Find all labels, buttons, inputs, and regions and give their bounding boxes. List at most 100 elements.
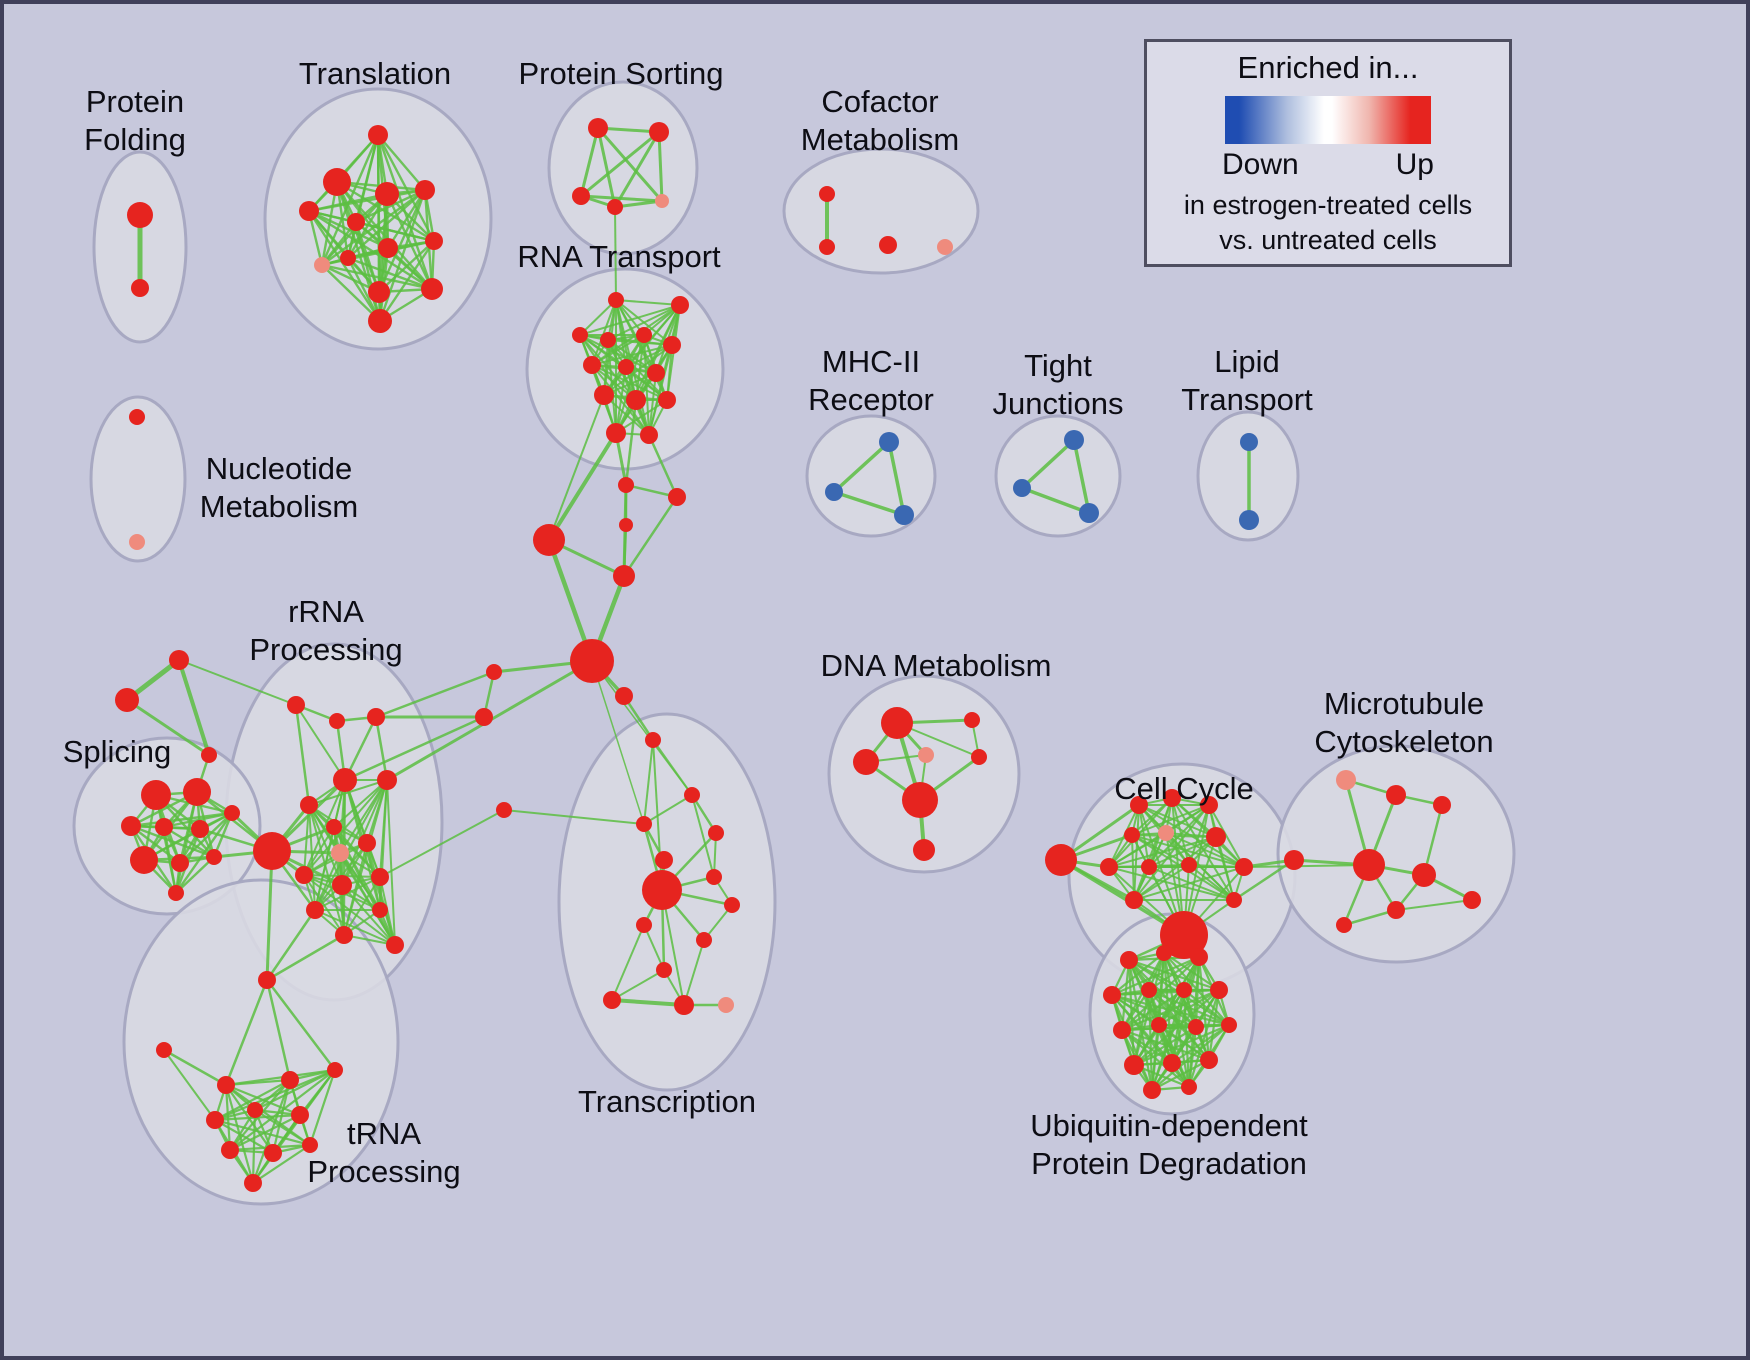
network-node-tr3 (299, 201, 319, 221)
network-edge (643, 924, 665, 971)
network-edge (229, 1114, 301, 1151)
network-edge (265, 850, 274, 981)
network-node-rr7 (377, 770, 397, 790)
network-node-rr14 (306, 901, 324, 919)
network-node-dm1 (881, 707, 913, 739)
network-edge (229, 1069, 336, 1151)
network-node-tc1 (615, 687, 633, 705)
network-node-rt6 (663, 336, 681, 354)
network-node-ub7 (1210, 981, 1228, 999)
network-edge (647, 434, 679, 498)
legend-scale-labels: Down Up (1222, 148, 1434, 182)
network-edge (252, 1144, 311, 1184)
network-edge (1108, 866, 1235, 901)
network-edge (378, 189, 427, 322)
network-edge (579, 127, 600, 197)
network-edge (1133, 1023, 1230, 1067)
network-node-cc1 (1045, 844, 1077, 876)
network-edge (163, 811, 233, 829)
network-node-dm2 (853, 749, 879, 775)
network-edge (1243, 864, 1370, 868)
network-edge (1171, 1024, 1230, 1064)
network-node-mc4 (1284, 850, 1304, 870)
network-edge (1072, 439, 1091, 514)
network-node-ps2 (649, 122, 669, 142)
network-edge (179, 812, 233, 864)
network-node-tn8 (291, 1106, 309, 1124)
network-edge (1422, 804, 1444, 876)
legend-down-label: Down (1222, 148, 1299, 181)
network-node-m1 (486, 664, 502, 680)
network-edge (386, 189, 427, 249)
network-node-rr10 (358, 834, 376, 852)
network-edge (355, 188, 426, 224)
network-node-rt5 (636, 327, 652, 343)
network-edge (691, 794, 715, 878)
network-node-tn12 (244, 1174, 262, 1192)
network-edge (1020, 438, 1076, 490)
network-edge (887, 441, 906, 516)
network-edge (1208, 804, 1245, 868)
network-edge (1133, 1026, 1197, 1066)
network-node-rr17 (386, 936, 404, 954)
network-node-rr16 (372, 902, 388, 918)
network-node-hub (570, 639, 614, 683)
network-edge (377, 189, 427, 293)
cluster-label-cell-cycle: Cell Cycle (1114, 771, 1254, 806)
network-node-ub8 (1113, 1021, 1131, 1039)
network-edge (1127, 959, 1154, 1091)
network-edge (308, 1069, 337, 1146)
cluster-ellipse-cofactor-metabolism (782, 147, 980, 275)
network-edge (1121, 988, 1220, 1032)
network-node-tr6 (347, 213, 365, 231)
legend-gradient-bar (1225, 96, 1431, 144)
network-edge (1111, 955, 1200, 997)
network-node-dm4 (964, 712, 980, 728)
network-node-rr1 (287, 696, 305, 714)
network-edge (615, 299, 681, 306)
network-node-ub12 (1124, 1055, 1144, 1075)
network-node-h1 (618, 477, 634, 493)
network-node-rr3 (367, 708, 385, 726)
network-node-mc2 (1386, 785, 1406, 805)
network-node-cc9 (1141, 859, 1157, 875)
network-edge (321, 189, 426, 266)
network-edge (143, 811, 233, 862)
network-node-rr15 (335, 926, 353, 944)
network-node-rr12 (332, 875, 352, 895)
network-edge (833, 490, 905, 517)
network-node-x1 (169, 650, 189, 670)
network-node-tn10 (264, 1144, 282, 1162)
network-node-rt2 (671, 296, 689, 314)
network-edge (591, 660, 645, 825)
network-edge (347, 256, 433, 291)
cluster-ellipse-microtubule-cytoskeleton (1276, 744, 1516, 964)
network-edge (832, 440, 891, 494)
network-node-ps4 (607, 199, 623, 215)
cluster-label-splicing: Splicing (63, 734, 172, 769)
network-edge (266, 979, 336, 1071)
network-node-rt3 (572, 327, 588, 343)
network-node-dm5 (971, 749, 987, 765)
network-node-cm3 (879, 236, 897, 254)
network-edge (344, 715, 485, 782)
network-node-tr2 (323, 168, 351, 196)
network-edge (130, 824, 215, 859)
network-node-dm7 (913, 839, 935, 861)
network-node-cm1 (819, 186, 835, 202)
network-node-tc8 (706, 869, 722, 885)
network-node-tr10 (314, 257, 330, 273)
network-edge (294, 704, 311, 806)
network-node-ub9 (1151, 1017, 1167, 1033)
network-edge (308, 188, 426, 213)
network-edge (611, 924, 645, 1001)
network-edge (308, 804, 345, 936)
network-edge (1111, 952, 1165, 996)
network-edge (254, 1069, 336, 1111)
network-node-rr5 (300, 796, 318, 814)
network-node-ub13 (1163, 1054, 1181, 1072)
network-node-tc5 (708, 825, 724, 841)
network-edge (308, 209, 389, 250)
network-node-tn6 (206, 1111, 224, 1129)
